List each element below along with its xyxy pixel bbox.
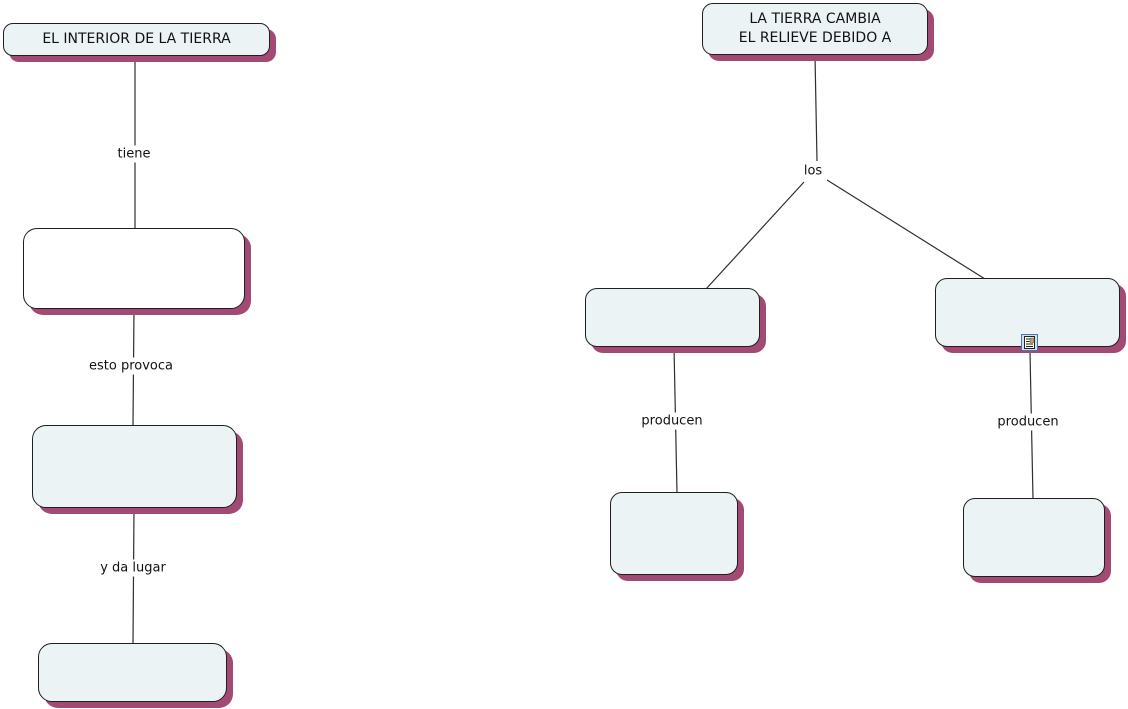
concept-node-empty-left-branch[interactable] [585,288,760,347]
concept-node-empty-right-result[interactable] [963,498,1105,577]
resource-document-icon[interactable] [1021,334,1038,351]
concept-node-el-interior-de-la-tierra[interactable]: EL INTERIOR DE LA TIERRA [3,23,270,56]
concept-node-la-tierra-cambia[interactable]: LA TIERRA CAMBIA EL RELIEVE DEBIDO A [702,3,928,55]
link-line-los-right-branch [826,179,986,280]
concept-node-empty-1[interactable] [23,228,245,309]
link-label-tiene[interactable]: tiene [113,145,155,163]
resource-document-icon-glyph [1021,334,1038,351]
link-label-y-da-lugar[interactable]: y da lugar [96,559,170,577]
link-label-producen-right[interactable]: producen [993,413,1063,431]
link-line-los-left-branch [705,181,805,290]
link-label-esto-provoca[interactable]: esto provoca [85,357,177,375]
concept-node-empty-3[interactable] [38,643,227,702]
link-label-producen-left[interactable]: producen [637,412,707,430]
link-line-los-top [814,54,818,162]
concept-node-empty-left-result[interactable] [610,492,738,575]
concept-node-empty-2[interactable] [32,425,237,508]
link-label-los[interactable]: los [799,162,827,180]
